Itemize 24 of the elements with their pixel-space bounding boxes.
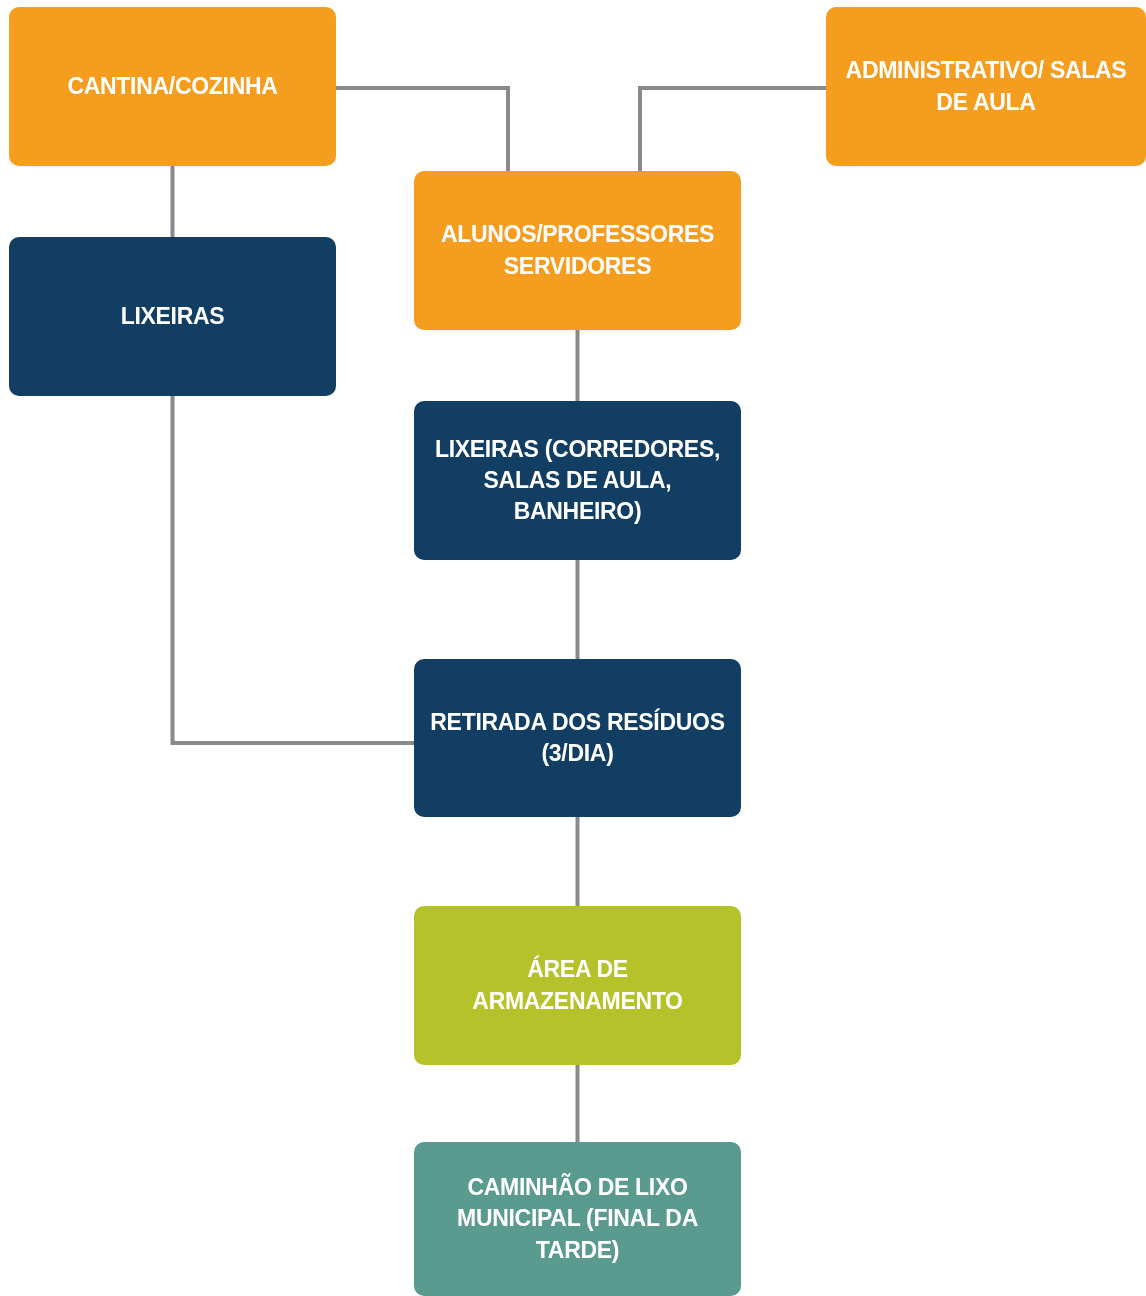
process-box [414, 171, 741, 330]
box-label: ÁREA DE ARMAZENAMENTO [471, 954, 684, 1016]
connector-line [336, 86, 510, 171]
process-box [414, 1142, 741, 1296]
box-label: LIXEIRAS (CORREDORES, SALAS DE AULA, BANHEIRO) [433, 434, 722, 526]
process-box [826, 7, 1146, 166]
connector-line [170, 166, 175, 237]
process-box [9, 7, 336, 166]
connector-line [575, 1065, 580, 1142]
box-label: LIXEIRAS [120, 301, 225, 331]
connector-line [575, 817, 580, 906]
process-box [414, 659, 741, 817]
process-box [9, 237, 336, 396]
box-label: CAMINHÃO DE LIXO MUNICIPAL (FINAL DA TARDE) [456, 1172, 699, 1265]
connector-line [638, 86, 826, 171]
box-label: CANTINA/COZINHA [67, 71, 278, 101]
box-label: ALUNOS/PROFESSORES SERVIDORES [439, 220, 716, 281]
box-label: RETIRADA DOS RESÍDUOS (3/DIA) [429, 707, 726, 768]
process-box [414, 401, 741, 560]
box-label: ADMINISTRATIVO/ SALAS DE AULA [844, 56, 1128, 117]
process-box [414, 906, 741, 1065]
connector-line [575, 560, 580, 659]
connector-line [575, 330, 580, 401]
connector-line [170, 396, 414, 745]
